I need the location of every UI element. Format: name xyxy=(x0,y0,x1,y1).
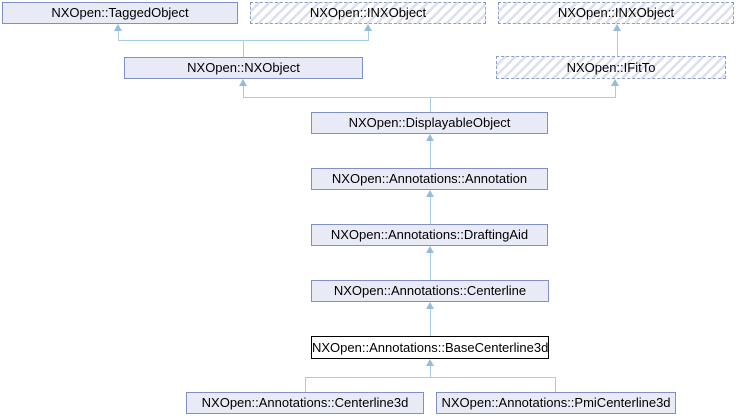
edge-arrowhead-icon xyxy=(239,79,247,86)
edge-arrowhead-icon xyxy=(426,246,434,253)
class-node-nxobject[interactable]: NXOpen::NXObject xyxy=(124,57,363,79)
edge-line xyxy=(243,86,244,97)
class-node-basecenterline3d: NXOpen::Annotations::BaseCenterline3d xyxy=(311,336,549,359)
class-node-draftingaid[interactable]: NXOpen::Annotations::DraftingAid xyxy=(311,224,548,246)
edge-line xyxy=(555,377,556,392)
class-node-displayableobject[interactable]: NXOpen::DisplayableObject xyxy=(311,112,548,134)
edge-line xyxy=(243,97,616,98)
class-node-centerline3d[interactable]: NXOpen::Annotations::Centerline3d xyxy=(186,392,424,414)
edge-line xyxy=(617,31,618,56)
edge-line xyxy=(430,309,431,336)
class-node-inxobject-right[interactable]: NXOpen::INXObject xyxy=(498,2,734,24)
edge-line xyxy=(615,86,616,97)
edge-arrowhead-icon xyxy=(426,302,434,309)
class-node-annotation[interactable]: NXOpen::Annotations::Annotation xyxy=(311,168,548,190)
edge-line xyxy=(430,197,431,224)
class-node-pmicenterline3d[interactable]: NXOpen::Annotations::PmiCenterline3d xyxy=(436,392,676,414)
class-node-ifitto[interactable]: NXOpen::IFitTo xyxy=(496,56,726,79)
edge-line xyxy=(243,40,244,57)
edge-arrowhead-icon xyxy=(426,190,434,197)
edge-line xyxy=(430,141,431,168)
edge-arrowhead-icon xyxy=(613,24,621,31)
edge-arrowhead-icon xyxy=(364,24,372,31)
edge-arrowhead-icon xyxy=(611,79,619,86)
edge-line xyxy=(430,366,431,377)
edge-arrowhead-icon xyxy=(426,359,434,366)
class-node-centerline[interactable]: NXOpen::Annotations::Centerline xyxy=(311,280,549,302)
edge-line xyxy=(118,31,119,40)
edge-arrowhead-icon xyxy=(114,24,122,31)
edge-line xyxy=(305,377,556,378)
edge-line xyxy=(305,377,306,392)
edge-line xyxy=(118,40,369,41)
class-node-inxobject-left[interactable]: NXOpen::INXObject xyxy=(250,2,486,24)
edge-line xyxy=(430,97,431,112)
class-node-taggedobject[interactable]: NXOpen::TaggedObject xyxy=(2,2,238,24)
edge-line xyxy=(368,31,369,40)
edge-line xyxy=(430,253,431,280)
edge-arrowhead-icon xyxy=(426,134,434,141)
